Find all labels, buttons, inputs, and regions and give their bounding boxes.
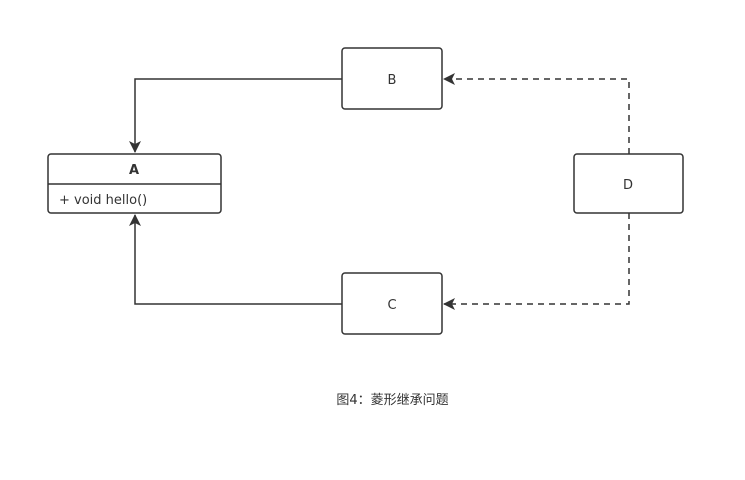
- class-a-method: + void hello(): [59, 193, 147, 208]
- edge-c-to-a: [129, 214, 342, 305]
- class-d-name: D: [623, 178, 633, 193]
- edge-d-to-c: [443, 213, 630, 310]
- class-d-box: [573, 153, 684, 214]
- figure-caption: 图4：菱形继承问题: [336, 393, 449, 408]
- class-d[interactable]: D: [573, 153, 684, 214]
- class-b-name: B: [388, 73, 397, 88]
- class-b-box: [341, 47, 443, 110]
- edge-b-to-a: [129, 78, 342, 153]
- class-b[interactable]: B: [341, 47, 443, 110]
- class-a[interactable]: A + void hello(): [47, 153, 222, 214]
- class-c-name: C: [387, 298, 396, 313]
- class-c-box: [341, 272, 443, 335]
- class-c[interactable]: C: [341, 272, 443, 335]
- class-a-name: A: [129, 163, 139, 178]
- edge-d-to-b: [443, 73, 630, 154]
